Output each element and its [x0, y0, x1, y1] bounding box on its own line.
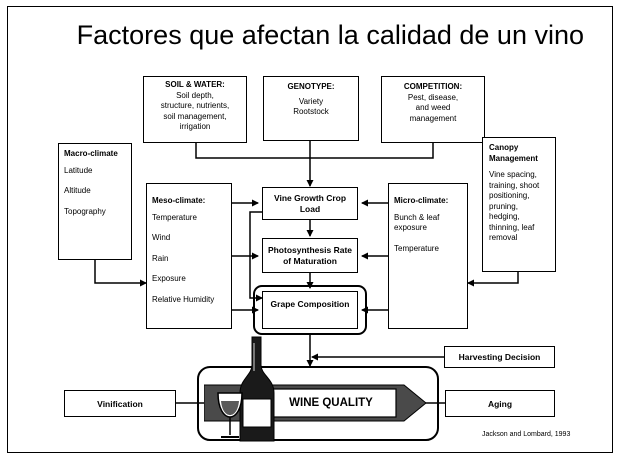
grape-composition-line: Composition [297, 299, 350, 309]
macro-climate-box: Macro-climate Latitude Altitude Topograp… [58, 143, 132, 260]
genotype-box: GENOTYPE: Variety Rootstock [263, 76, 359, 141]
vinification-box: Vinification [64, 390, 176, 417]
competition-heading: COMPETITION: [403, 82, 463, 91]
slide-title: Factores que afectan la calidad de un vi… [76, 20, 584, 50]
micro-climate-line: Temperature [394, 243, 439, 253]
competition-box: COMPETITION: Pest, disease, and weed man… [381, 76, 485, 143]
meso-climate-line: Temperature [152, 212, 197, 222]
canopy-management-heading: Canopy Management [489, 143, 538, 163]
soil-water-line: soil management, [163, 111, 227, 121]
canopy-line: pruning, [489, 201, 518, 211]
meso-climate-line: Wind [152, 233, 171, 242]
canopy-line: positioning, [489, 191, 530, 200]
micro-climate-heading: Micro-climate: [394, 196, 449, 205]
vinification-label: Vinification [97, 399, 143, 409]
grape-composition-box: Grape Composition [262, 291, 358, 329]
citation: Jackson and Lombard, 1993 [482, 431, 571, 438]
genotype-heading: GENOTYPE: [287, 82, 335, 91]
soil-water-heading: SOIL & WATER: [165, 80, 225, 89]
slide-frame [7, 6, 613, 453]
aging-box: Aging [445, 390, 555, 417]
canopy-line: hedging, [489, 212, 520, 221]
micro-climate-line: exposure [394, 223, 427, 232]
macro-climate-line: Latitude [64, 165, 93, 175]
photosynthesis-box: Photosynthesis Rate of Maturation [262, 238, 358, 273]
soil-water-line: Soil depth, [176, 90, 214, 100]
micro-climate-line: Bunch & leaf [394, 212, 440, 222]
competition-line: Pest, disease, [407, 92, 459, 102]
vine-growth-box: Vine Growth Crop Load [262, 187, 358, 220]
genotype-line: Variety [298, 96, 324, 106]
competition-line: management [409, 113, 457, 123]
meso-climate-heading: Meso-climate: [152, 196, 206, 205]
micro-climate-box: Micro-climate: Bunch & leaf exposure Tem… [388, 183, 468, 329]
canopy-management-box: Canopy Management Vine spacing, training… [482, 137, 556, 272]
grape-composition-line: Grape [270, 299, 296, 309]
harvesting-decision-label: Harvesting Decision [458, 352, 541, 362]
aging-label: Aging [487, 399, 513, 409]
canopy-line: Vine spacing, [489, 170, 537, 179]
meso-climate-line: Exposure [152, 274, 186, 283]
wine-bottle-glass-icon [217, 336, 275, 442]
meso-climate-line: Relative Humidity [152, 294, 215, 304]
canopy-line: thinning, leaf [489, 222, 535, 232]
genotype-line: Rootstock [293, 107, 329, 116]
wine-quality-label: WINE QUALITY [289, 397, 373, 409]
canopy-line: removal [489, 233, 518, 242]
photosynthesis-line: Rate of Maturation [283, 245, 353, 266]
soil-water-line: structure, nutrients, [160, 101, 230, 110]
macro-climate-line: Altitude [64, 186, 91, 195]
meso-climate-box: Meso-climate: Temperature Wind Rain Expo… [146, 183, 232, 329]
macro-climate-line: Topography [64, 206, 106, 216]
competition-line: and weed [415, 103, 451, 112]
macro-climate-heading: Macro-climate [64, 149, 118, 158]
vine-growth-line: Vine Growth [273, 193, 324, 203]
canopy-line: training, shoot [489, 180, 540, 190]
meso-climate-line: Rain [152, 253, 169, 263]
soil-water-line: irrigation [179, 122, 211, 131]
vine-growth-line: Crop Load [299, 193, 347, 214]
soil-water-box: SOIL & WATER: Soil depth, structure, nut… [143, 76, 247, 143]
harvesting-decision-box: Harvesting Decision [444, 346, 555, 368]
photosynthesis-line: Photosynthesis [267, 245, 332, 255]
